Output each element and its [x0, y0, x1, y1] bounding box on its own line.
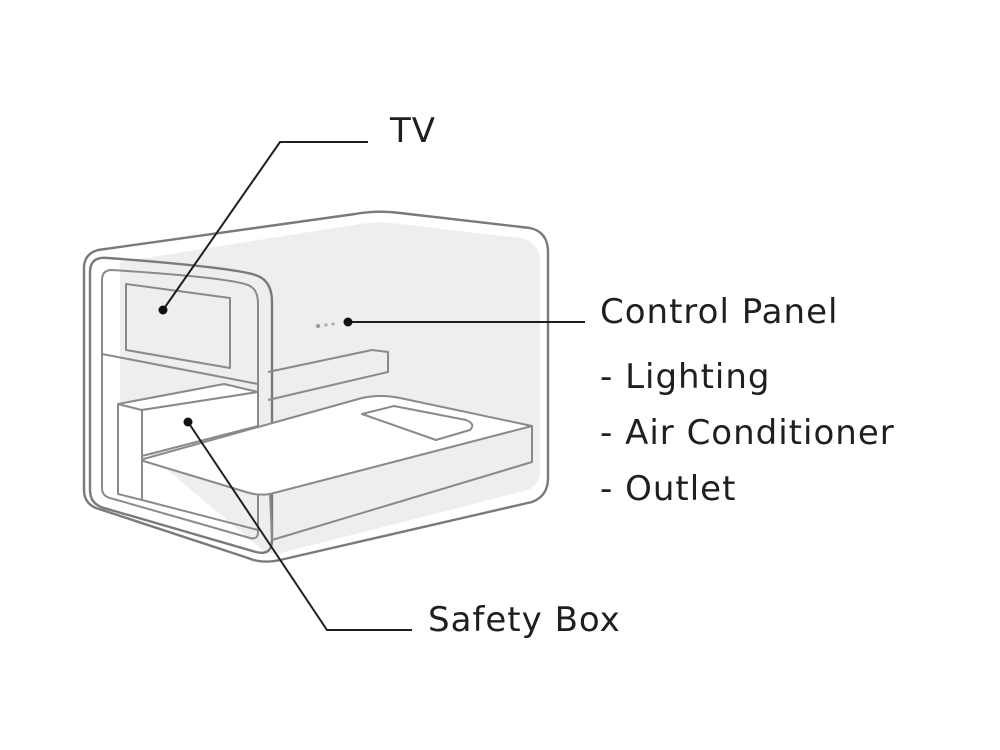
safety-box-side — [141, 391, 259, 457]
control-item-air-conditioner: - Air Conditioner — [600, 413, 895, 453]
mattress-side — [269, 426, 533, 541]
capsule-illustration — [82, 210, 550, 563]
safety-box-leader-line — [187, 421, 412, 631]
pillow — [361, 405, 474, 441]
capsule-front-frame-inner — [101, 269, 259, 540]
tv-label: TV — [389, 111, 436, 151]
capsule-shelf-line — [101, 353, 259, 385]
tv-leader-dot — [158, 305, 168, 315]
control-panel-label: Control Panel — [600, 292, 838, 332]
safety-box-label: Safety Box — [428, 600, 621, 640]
safety-box-front — [117, 403, 143, 501]
tv-screen — [125, 283, 231, 369]
control-panel-leader-dot — [343, 317, 353, 327]
safety-box-leader-dot — [183, 417, 193, 427]
control-item-outlet: - Outlet — [600, 469, 736, 509]
control-panel-callout — [343, 317, 585, 327]
safety-box-base — [141, 456, 259, 531]
tv-callout — [158, 141, 368, 315]
safety-box-callout — [183, 417, 412, 631]
tv-leader-line — [162, 141, 368, 311]
capsule-outer-shell — [82, 210, 550, 563]
back-ledge — [267, 349, 389, 401]
capsule-interior-back — [120, 222, 540, 554]
control-item-lighting: - Lighting — [600, 357, 771, 397]
control-panel-icon — [315, 322, 335, 329]
